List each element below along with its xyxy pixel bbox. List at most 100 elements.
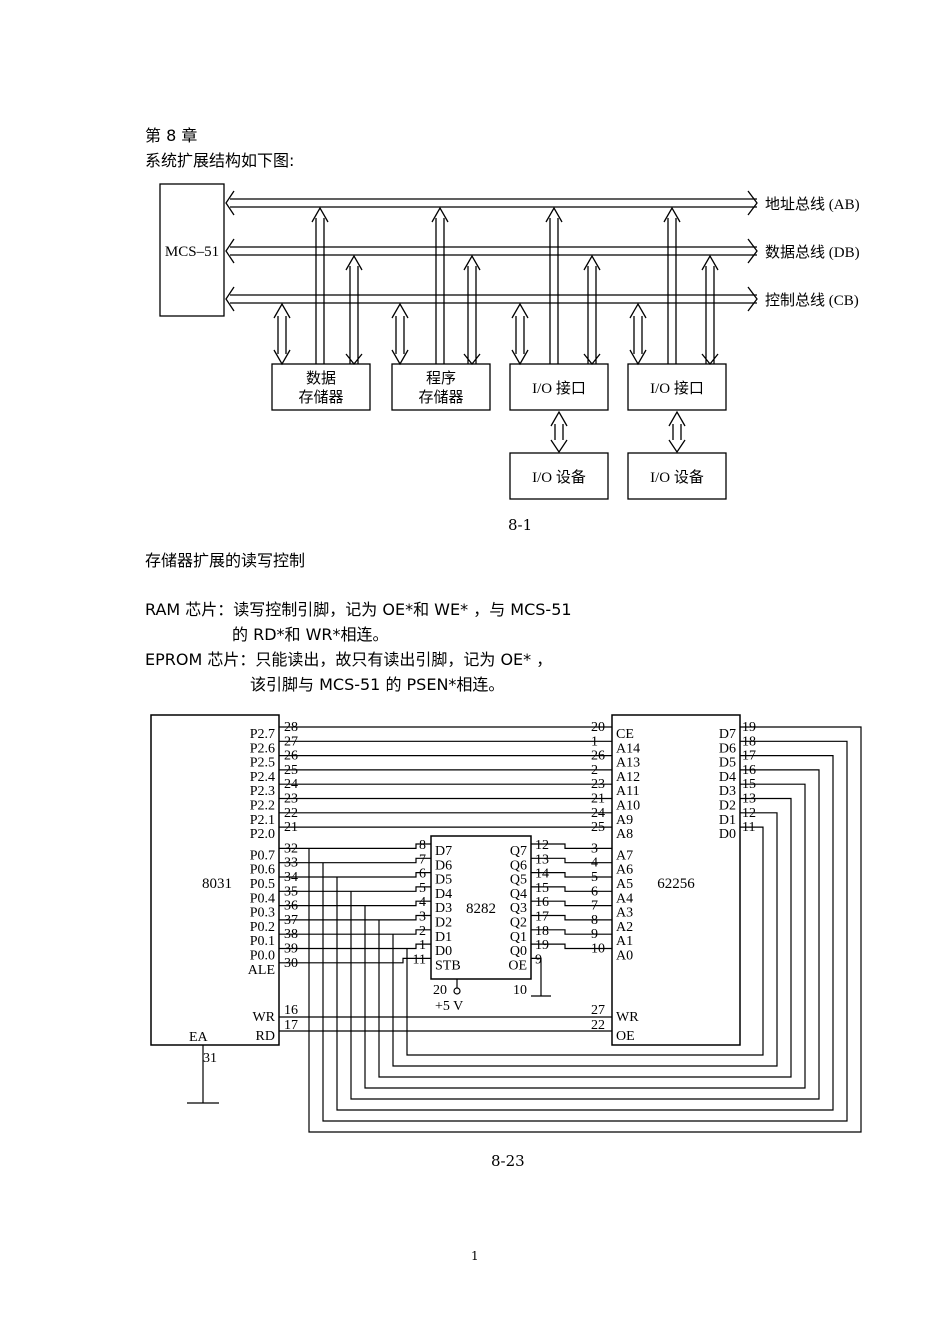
pin-num-62256-wr: 27: [591, 1003, 605, 1018]
eprom-text-line2: 该引脚与 MCS-51 的 PSEN*相连。: [250, 675, 505, 694]
bus-control-label: 控制总线 (CB): [765, 292, 859, 309]
pin-num-62256-data-19: 19: [742, 720, 756, 735]
pin-62256-a13: A13: [616, 756, 640, 771]
pin-num-62256-25: 25: [591, 820, 605, 835]
pin-num-62256-5: 5: [591, 870, 598, 885]
pin-62256-a6: A6: [616, 863, 633, 878]
pin-num-8031-28: 28: [284, 720, 298, 735]
pin-8282-d2: D2: [435, 916, 452, 931]
pin-62256-oe: OE: [616, 1029, 635, 1044]
pin-62256-a2: A2: [616, 920, 633, 935]
pin-num-8282-out-9: 9: [535, 952, 542, 967]
pin-8282-q2: Q2: [510, 916, 527, 931]
pin-62256-a12: A12: [616, 770, 640, 785]
chip-8282-name: 8282: [466, 901, 496, 917]
pin-8031-p0-5: P0.5: [250, 877, 275, 892]
pin-num-62256-23: 23: [591, 777, 605, 792]
label-8282-vcc: +5 V: [435, 999, 463, 1014]
pin-num-62256-data-13: 13: [742, 792, 756, 807]
pin-num-8031-21: 21: [284, 820, 298, 835]
pin-8031-ea: EA: [189, 1030, 209, 1045]
pin-num-62256-10: 10: [591, 942, 605, 957]
bus-address-label: 地址总线 (AB): [765, 196, 860, 213]
pin-8031-p2-3: P2.3: [250, 784, 275, 799]
pin-num-62256-oe: 22: [591, 1018, 605, 1033]
pin-num-8282-out-18: 18: [535, 924, 549, 939]
pin-8031-p2-7: P2.7: [250, 727, 275, 742]
pin-8282-d7: D7: [435, 844, 452, 859]
pin-8282-d3: D3: [435, 901, 452, 916]
chip-8282-box: [430, 835, 532, 980]
pin-num-8031-wr: 16: [284, 1003, 298, 1018]
pin-num-8031-22: 22: [284, 806, 298, 821]
pin-num-62256-2: 2: [591, 763, 598, 778]
pin-8031-p0-7: P0.7: [250, 848, 275, 863]
pin-62256-a0: A0: [616, 949, 633, 964]
pin-num-8031-27: 27: [284, 734, 298, 749]
pin-num-8282-out-19: 19: [535, 938, 549, 953]
pin-8282-q7: Q7: [510, 844, 527, 859]
pin-num-8282-2: 2: [419, 924, 426, 939]
pin-num-62256-1: 1: [591, 734, 598, 749]
pin-8031-wr: WR: [252, 1010, 275, 1025]
pin-num-8282-out-12: 12: [535, 838, 549, 853]
pin-62256-d6-data: D6: [719, 741, 736, 756]
pin-8282-oe: OE: [508, 958, 527, 973]
pin-num-8282-1: 1: [419, 938, 426, 953]
pin-num-8282-out-16: 16: [535, 895, 549, 910]
block-io-interface-1: I/O 接口: [532, 380, 586, 397]
pin-62256-a11: A11: [616, 784, 640, 799]
block-io-device-2: I/O 设备: [650, 469, 704, 486]
pin-8282-q4: Q4: [510, 887, 527, 902]
pin-num-62256-24: 24: [591, 806, 605, 821]
pin-num-62256-data-16: 16: [742, 763, 756, 778]
pin-num-62256-7: 7: [591, 899, 598, 914]
chip-62256-box: [611, 714, 741, 1046]
pin-num-62256-6: 6: [591, 884, 598, 899]
pin-num-62256-data-17: 17: [742, 749, 756, 764]
pin-62256-a8: A8: [616, 827, 633, 842]
section-title: 存储器扩展的读写控制: [145, 551, 306, 570]
pin-num-8282-out-13: 13: [535, 852, 549, 867]
pin-8031-p0-2: P0.2: [250, 920, 275, 935]
pin-num-8031-26: 26: [284, 749, 298, 764]
block-io-interface-2: I/O 接口: [650, 380, 704, 397]
pin-8282-d0: D0: [435, 944, 452, 959]
pin-num-8031-23: 23: [284, 792, 298, 807]
pin-num-8282-gnd: 10: [513, 983, 527, 998]
pin-num-8282-3: 3: [419, 910, 426, 925]
pin-8031-p2-0: P2.0: [250, 827, 275, 842]
pin-8282-q0: Q0: [510, 944, 527, 959]
pin-8282-d4: D4: [435, 887, 452, 902]
pin-8031-p2-5: P2.5: [250, 756, 275, 771]
pin-num-8031-25: 25: [284, 763, 298, 778]
pin-num-62256-9: 9: [591, 927, 598, 942]
pin-8031-p2-6: P2.6: [250, 741, 275, 756]
pin-8282-q6: Q6: [510, 858, 527, 873]
block-program-memory-l1: 程序: [426, 370, 456, 387]
pin-num-62256-data-18: 18: [742, 734, 756, 749]
mcs51-box: [159, 183, 225, 317]
pin-8282-d6: D6: [435, 858, 452, 873]
pin-8031-p0-1: P0.1: [250, 934, 275, 949]
pin-num-8031-24: 24: [284, 777, 298, 792]
pin-62256-wr: WR: [616, 1010, 639, 1025]
pin-num-8031-ea: 31: [203, 1051, 217, 1066]
pin-62256-d0-data: D0: [719, 827, 736, 842]
pin-num-8282-out-17: 17: [535, 910, 549, 925]
chip-62256-name: 62256: [657, 876, 695, 892]
pin-num-8031-32: 32: [284, 841, 298, 856]
pin-8031-rd: RD: [256, 1029, 275, 1044]
pin-num-8031-36: 36: [284, 899, 298, 914]
pin-num-62256-data-15: 15: [742, 777, 756, 792]
pin-num-8282-out-14: 14: [535, 867, 549, 882]
block-io-device-1: I/O 设备: [532, 469, 586, 486]
pin-8031-p2-4: P2.4: [250, 770, 275, 785]
pin-8031-p0-4: P0.4: [250, 891, 275, 906]
pin-62256-d4-data: D4: [719, 770, 736, 785]
pin-62256-ce: CE: [616, 727, 634, 742]
pin-num-8282-5: 5: [419, 881, 426, 896]
ram-text-line1: RAM 芯片：读写控制引脚，记为 OE*和 WE* ，与 MCS-51: [145, 600, 572, 619]
pin-num-62256-data-12: 12: [742, 806, 756, 821]
